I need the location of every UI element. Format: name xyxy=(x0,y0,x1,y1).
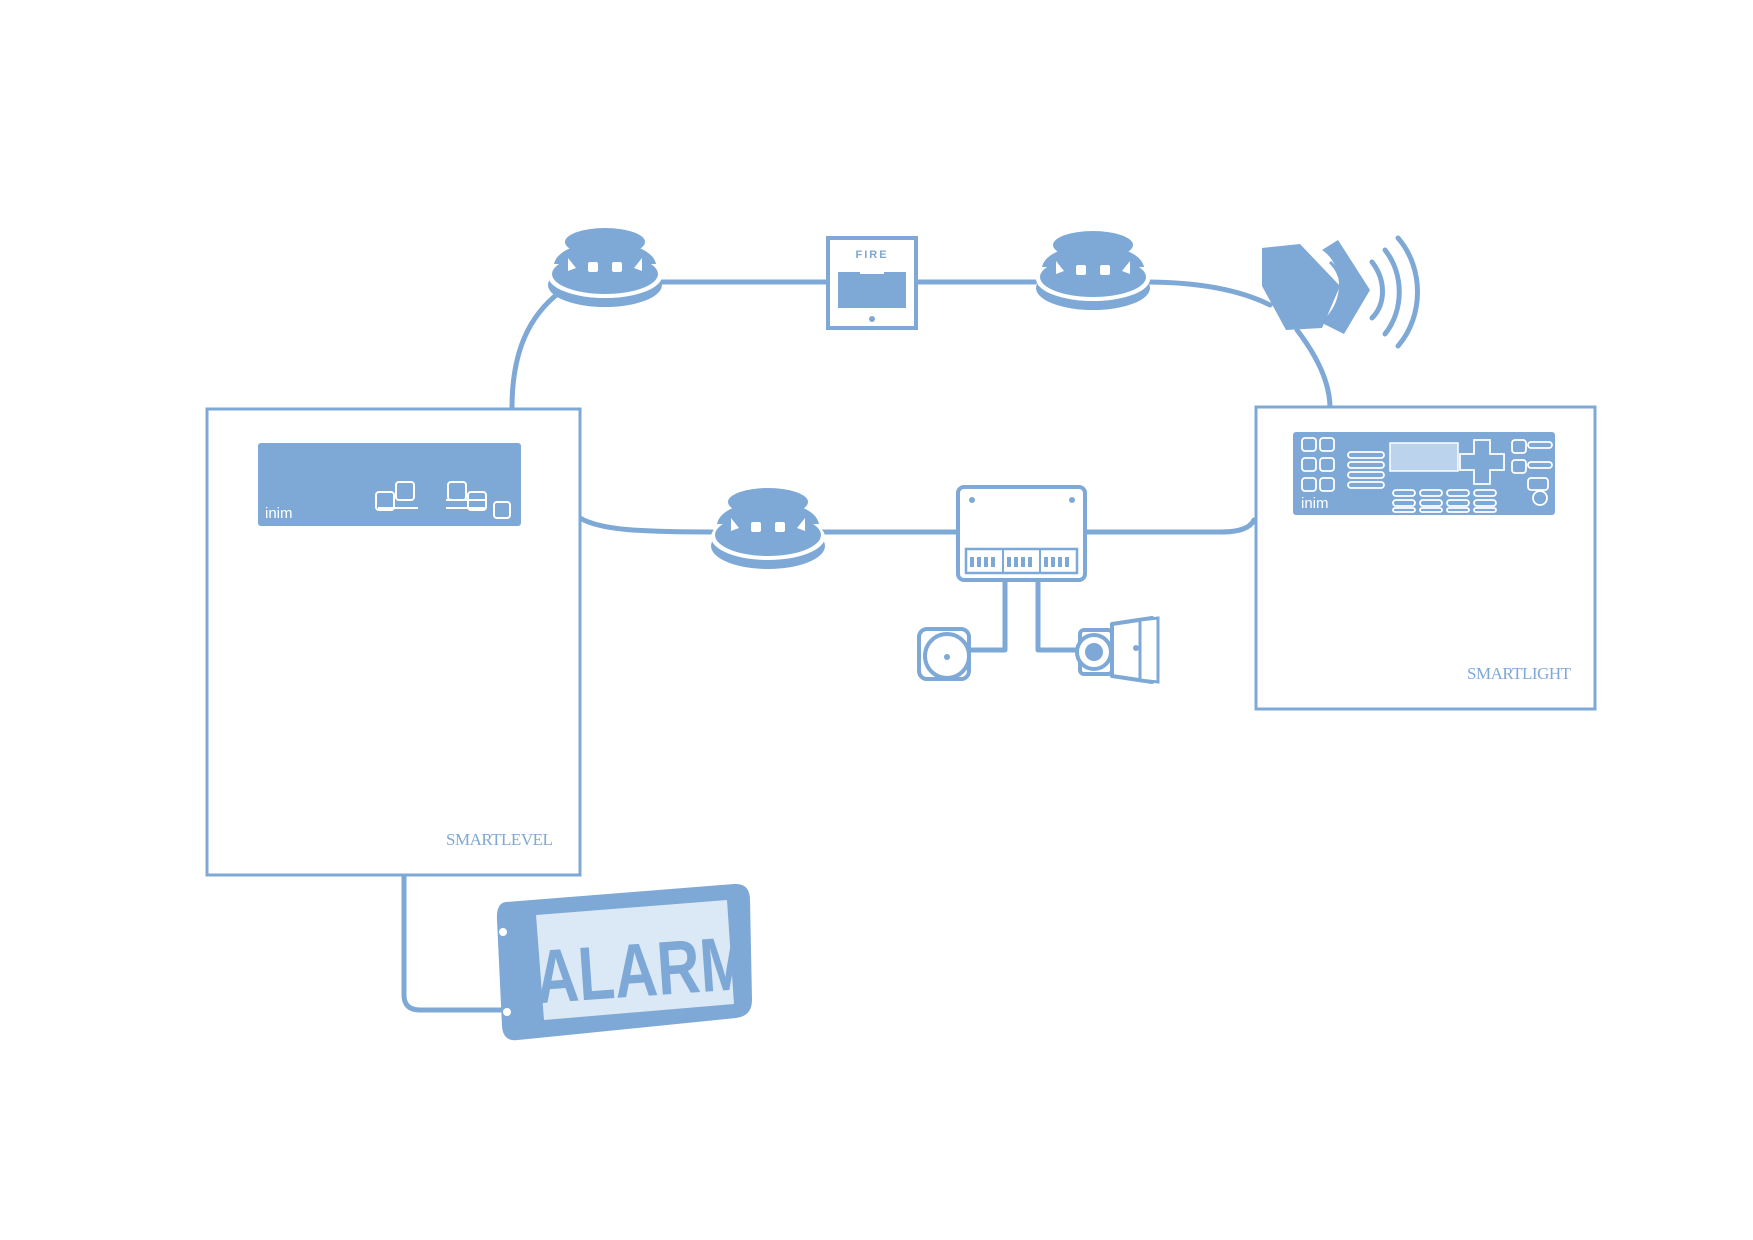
panel-smartlight-logo: inim xyxy=(1301,495,1329,512)
sign-wire xyxy=(401,873,509,1013)
sounder-flasher-icon xyxy=(1075,616,1160,684)
alarm-sign-icon: ALARM xyxy=(496,883,752,1041)
panel-smartlevel: inim SMARTLEVEL xyxy=(205,407,582,877)
smoke-detector-icon xyxy=(1036,231,1150,310)
lower-loop-wire xyxy=(577,515,1257,535)
panel-smartlight-brand: SMARTLIGHT xyxy=(1467,664,1572,683)
panel-smartlight-buttons-icon xyxy=(1301,437,1553,513)
io-module-icon xyxy=(956,485,1087,582)
smoke-detector-icon xyxy=(711,488,825,569)
panel-smartlevel-display xyxy=(258,443,521,526)
bell-icon xyxy=(917,627,971,681)
siren-icon xyxy=(1262,235,1420,349)
smoke-detector-icon xyxy=(548,228,662,307)
upper-loop-wire xyxy=(509,279,1333,411)
module-output-wires xyxy=(965,577,1081,653)
panel-smartlevel-keys-icon xyxy=(375,481,511,519)
panel-smartlight-lcd xyxy=(1389,442,1459,472)
panel-smartlevel-brand: SMARTLEVEL xyxy=(446,830,552,849)
call-point-label: FIRE xyxy=(855,249,888,261)
loop-wiring xyxy=(401,279,1333,1013)
panel-smartlight: inim SMARTLIGHT xyxy=(1254,405,1597,711)
panel-smartlevel-logo: inim xyxy=(265,505,293,522)
manual-call-point-icon: FIRE xyxy=(826,236,918,330)
alarm-sign-label: ALARM xyxy=(533,921,752,1020)
